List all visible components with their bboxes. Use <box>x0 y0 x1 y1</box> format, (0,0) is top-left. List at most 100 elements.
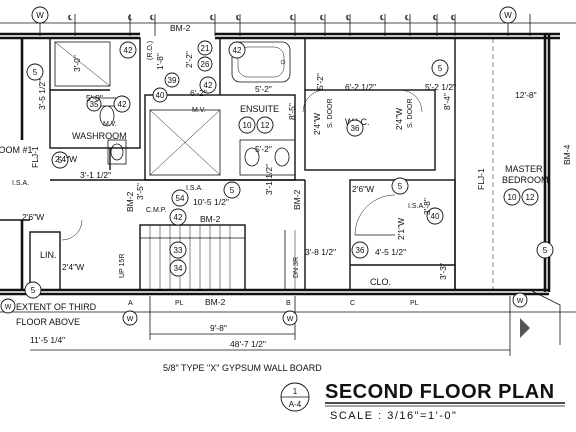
svg-text:10'-5 1/2": 10'-5 1/2" <box>193 197 229 207</box>
svg-text:34: 34 <box>174 264 183 273</box>
tag-42-d: 42 <box>113 95 131 113</box>
title-block: 5/8" TYPE "X" GYPSUM WALL BOARD 1 A-4 SE… <box>163 363 565 422</box>
svg-text:2'6"W: 2'6"W <box>22 212 44 222</box>
tag-10-master: 10 <box>503 188 521 206</box>
label-stair-up: UP 15R <box>119 254 126 278</box>
svg-text:3'-8": 3'-8" <box>422 198 432 215</box>
grid-bubble-w-top-right: W <box>499 6 517 24</box>
svg-text:35: 35 <box>90 100 99 109</box>
svg-text:W: W <box>127 316 134 323</box>
ref-b-bottom: B <box>286 300 291 307</box>
svg-text:6'-2": 6'-2" <box>190 88 207 98</box>
note-extent-2: FLOOR ABOVE <box>16 317 80 327</box>
label-isa-2: I.S.A. <box>186 185 203 192</box>
exterior-walls <box>0 32 560 296</box>
tag-34-hall: 36 <box>351 241 369 259</box>
tag-42-b: 42 <box>228 41 246 59</box>
svg-text:W: W <box>5 304 12 311</box>
svg-text:36: 36 <box>351 124 360 133</box>
wall-board-note: 5/8" TYPE "X" GYPSUM WALL BOARD <box>163 363 322 373</box>
svg-text:W: W <box>504 11 512 20</box>
ref-cl-4: ℄ <box>209 15 215 22</box>
top-grid-refs: ℄ ℄ ℄ ℄ ℄ ℄ ℄ ℄ ℄ ℄ ℄ ℄ <box>67 15 456 22</box>
room-name-room1: ROOM #1 <box>0 145 33 155</box>
room-name-master-2: BEDROOM <box>502 175 549 185</box>
svg-text:3'-8 1/2": 3'-8 1/2" <box>305 247 336 257</box>
svg-text:42: 42 <box>124 46 133 55</box>
label-stair-down: DN 3R <box>293 257 300 278</box>
room-name-master-1: MASTER <box>505 164 543 174</box>
beam-label-top: BM-2 <box>170 23 191 33</box>
tag-5-g: 5 <box>536 241 554 259</box>
svg-text:2'1"W: 2'1"W <box>396 218 406 240</box>
ref-cl-5: ℄ <box>235 15 241 22</box>
ref-cl-9: ℄ <box>379 15 385 22</box>
washroom-sink <box>107 139 127 165</box>
grid-bubble-w-bottom-right: W <box>512 292 528 308</box>
beam-label-vert-2: BM-2 <box>292 189 302 210</box>
drawing-title: SECOND FLOOR PLAN <box>325 381 555 403</box>
tag-40: 42 <box>169 208 187 226</box>
svg-text:5'-2": 5'-2" <box>255 144 272 154</box>
svg-text:21: 21 <box>201 44 210 53</box>
stair-treads <box>140 225 296 290</box>
svg-text:40: 40 <box>431 212 440 221</box>
svg-text:3'-5": 3'-5" <box>135 183 145 200</box>
svg-text:2'-2": 2'-2" <box>184 51 194 68</box>
door-swings <box>61 89 423 241</box>
tag-33: 35 <box>86 96 102 112</box>
svg-text:W: W <box>287 316 294 323</box>
svg-text:W: W <box>36 11 44 20</box>
joist-label-left: FLJ-1 <box>30 146 40 168</box>
joist-label-right: FLJ-1 <box>476 168 486 190</box>
ref-cl-8: ℄ <box>345 15 351 22</box>
tag-5-d: 5 <box>24 281 42 299</box>
ref-cl-10: ℄ <box>404 15 410 22</box>
label-mv-2: M.V. <box>192 107 206 114</box>
ref-c-bottom: C <box>350 300 355 307</box>
label-isa-3: I.S.A. <box>408 203 425 210</box>
bay-outline <box>529 289 561 345</box>
room-name-linen: LIN. <box>40 250 57 260</box>
ref-cl-2: ℄ <box>127 15 133 22</box>
svg-text:5'-2": 5'-2" <box>315 73 325 90</box>
ref-cl-1: ℄ <box>67 15 73 22</box>
drawing-scale: SCALE : 3/16"=1'-0" <box>330 410 457 422</box>
detail-sheet: A-4 <box>289 400 302 409</box>
top-dimension-string <box>0 8 576 36</box>
svg-text:5'-0": 5'-0" <box>86 93 103 103</box>
svg-text:3'-1 1/2": 3'-1 1/2" <box>264 164 274 195</box>
room-name-washroom: WASHROOM <box>72 131 127 141</box>
tag-39: 40 <box>426 207 444 225</box>
tag-5-e: 5 <box>51 151 69 169</box>
tag-26: 26 <box>197 56 213 72</box>
tag-10-ensuite: 10 <box>238 116 256 134</box>
svg-text:W: W <box>517 298 524 305</box>
tag-31: 33 <box>169 241 187 259</box>
label-rough-opening: (R.O.) <box>147 41 154 60</box>
svg-text:5: 5 <box>398 182 403 191</box>
tag-42-a: 42 <box>119 41 137 59</box>
grid-bubble-w-left: W <box>0 298 16 314</box>
ref-cl-3: ℄ <box>149 15 155 22</box>
tag-35: 39 <box>164 72 180 88</box>
tag-42-c: 42 <box>199 76 217 94</box>
svg-text:3'-0": 3'-0" <box>72 55 82 72</box>
svg-text:5: 5 <box>543 246 548 255</box>
grid-bubble-w-top-left: W <box>31 6 49 24</box>
room-name-closet: CLO. <box>370 277 391 287</box>
svg-text:5: 5 <box>33 68 38 77</box>
ref-pl-bottom: PL <box>175 300 184 307</box>
tag-32: 34 <box>169 259 187 277</box>
svg-text:2'4"W: 2'4"W <box>55 154 77 164</box>
svg-text:5: 5 <box>438 64 443 73</box>
svg-text:3'-3": 3'-3" <box>438 263 448 280</box>
svg-text:33: 33 <box>174 246 183 255</box>
ref-a-bottom: A <box>128 300 133 307</box>
tag-54: 54 <box>171 189 189 207</box>
beam-label-vert-1: BM-2 <box>125 191 135 212</box>
svg-text:8'-4": 8'-4" <box>442 93 452 110</box>
svg-text:8'-5": 8'-5" <box>287 103 297 120</box>
tag-12-ensuite: 12 <box>256 116 274 134</box>
svg-text:26: 26 <box>201 60 210 69</box>
